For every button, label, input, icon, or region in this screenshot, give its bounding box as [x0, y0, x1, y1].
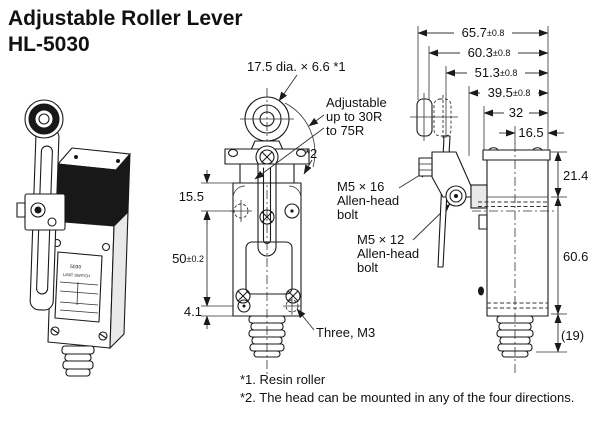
- product-illustration: 5030 LIMIT SWITCH: [16, 99, 131, 377]
- dim-21-4: 21.4: [563, 168, 588, 183]
- m5x12-label-line3: bolt: [357, 260, 378, 275]
- page-title: Adjustable Roller Lever: [8, 7, 243, 30]
- m5x16-label-line3: bolt: [337, 207, 358, 222]
- m5x12-label-line1: M5 × 12: [357, 232, 404, 247]
- m5x16-label-line1: M5 × 16: [337, 179, 384, 194]
- product-label-model: 5030: [70, 264, 82, 271]
- dim-65-7: 65.7±0.8: [462, 25, 505, 40]
- dim-60-6: 60.6: [563, 249, 588, 264]
- product-label-type: LIMIT SWITCH: [63, 272, 90, 278]
- side-view: [410, 93, 556, 374]
- side-view-height-dimensions: 21.4 60.6 (19): [536, 151, 588, 353]
- dim-39-5: 39.5±0.8: [488, 85, 531, 100]
- m5x12-label-line2: Allen-head: [357, 246, 419, 261]
- m5x16-label-line2: Allen-head: [337, 193, 399, 208]
- model-number: HL-5030: [8, 33, 90, 56]
- footnote-1: *1. Resin roller: [240, 372, 326, 387]
- adjustable-label-line2: up to 30R: [326, 109, 382, 124]
- dim-51-3: 51.3±0.8: [475, 65, 518, 80]
- dim-32: 32: [509, 105, 523, 120]
- head-footnote-ref: *2: [305, 146, 317, 161]
- dim-16-5: 16.5: [518, 125, 543, 140]
- front-view-labels: 17.5 dia. × 6.6 *1 Adjustable up to 30R …: [247, 59, 451, 340]
- dim-head-15-5: 15.5: [179, 189, 204, 204]
- adjustable-label-line1: Adjustable: [326, 95, 387, 110]
- dim-pitch-50: 50±0.2: [172, 251, 204, 266]
- front-view-dimensions: 15.5 50±0.2 4.1: [172, 170, 233, 329]
- roller-dim-label: 17.5 dia. × 6.6 *1: [247, 59, 346, 74]
- front-view: [224, 88, 316, 378]
- dim-19: (19): [561, 328, 584, 343]
- footnote-2: *2. The head can be mounted in any of th…: [240, 390, 574, 405]
- footnotes: *1. Resin roller *2. The head can be mou…: [240, 372, 574, 405]
- dim-60-3: 60.3±0.8: [468, 45, 511, 60]
- dim-offset-4-1: 4.1: [184, 304, 202, 319]
- mounting-holes-label: Three, M3: [316, 325, 375, 340]
- adjustable-label-line3: to 75R: [326, 123, 364, 138]
- side-view-width-dimensions: 65.7±0.8 60.3±0.8 51.3±0.8 39.5±0.8 32 1…: [417, 25, 564, 156]
